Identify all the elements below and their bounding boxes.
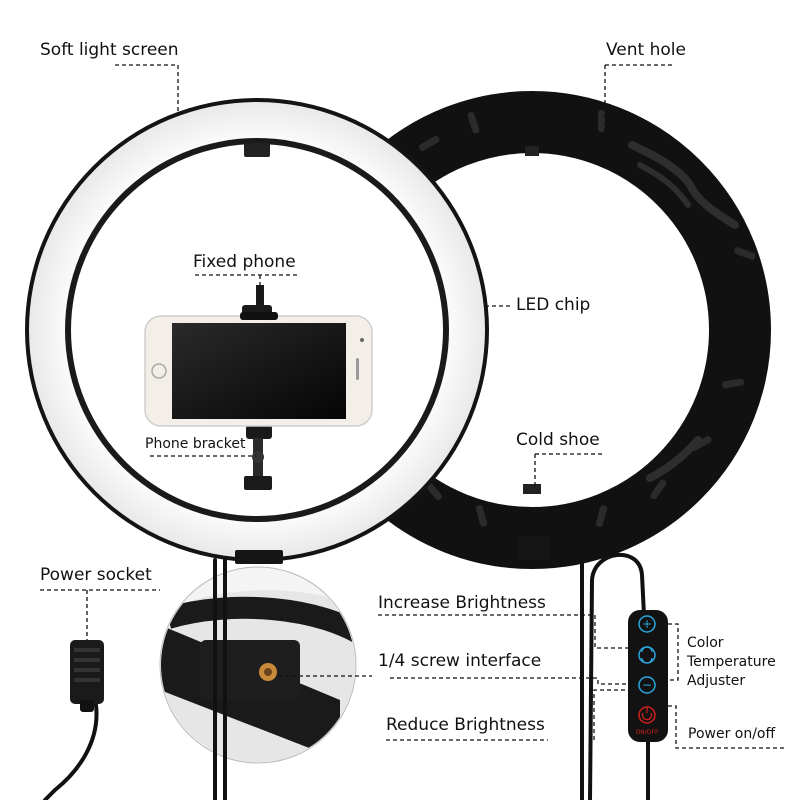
minus-icon: −: [642, 678, 652, 692]
label-adjuster: Adjuster: [687, 673, 746, 689]
label-power-socket: Power socket: [40, 565, 152, 585]
label-color: Color: [687, 635, 724, 651]
cables: [43, 552, 650, 800]
label-screw-interface: 1/4 screw interface: [378, 651, 542, 671]
color-temperature-button[interactable]: [638, 646, 656, 664]
label-cold-shoe: Cold shoe: [516, 430, 600, 450]
power-button[interactable]: [638, 706, 656, 724]
label-soft-light-screen: Soft light screen: [40, 40, 179, 60]
screw-interface-inset: [159, 566, 357, 764]
label-phone-bracket: Phone bracket: [145, 436, 246, 452]
label-power-on-off: Power on/off: [688, 726, 776, 742]
reduce-brightness-button[interactable]: [638, 676, 656, 694]
label-led-chip: LED chip: [516, 295, 591, 315]
label-increase-brightness: Increase Brightness: [378, 593, 546, 613]
label-fixed-phone: Fixed phone: [193, 252, 296, 272]
power-socket: [70, 640, 104, 712]
inline-controller: + − ON/OFF: [628, 610, 668, 742]
increase-brightness-button[interactable]: [638, 615, 656, 633]
leader-lines: [40, 64, 784, 749]
cold-shoe: [523, 484, 541, 494]
label-temperature: Temperature: [687, 654, 776, 670]
plus-icon: +: [642, 617, 652, 631]
label-vent-hole: Vent hole: [606, 40, 686, 60]
label-reduce-brightness: Reduce Brightness: [386, 715, 545, 735]
onoff-text: ON/OFF: [636, 729, 659, 736]
phone: [144, 312, 373, 427]
